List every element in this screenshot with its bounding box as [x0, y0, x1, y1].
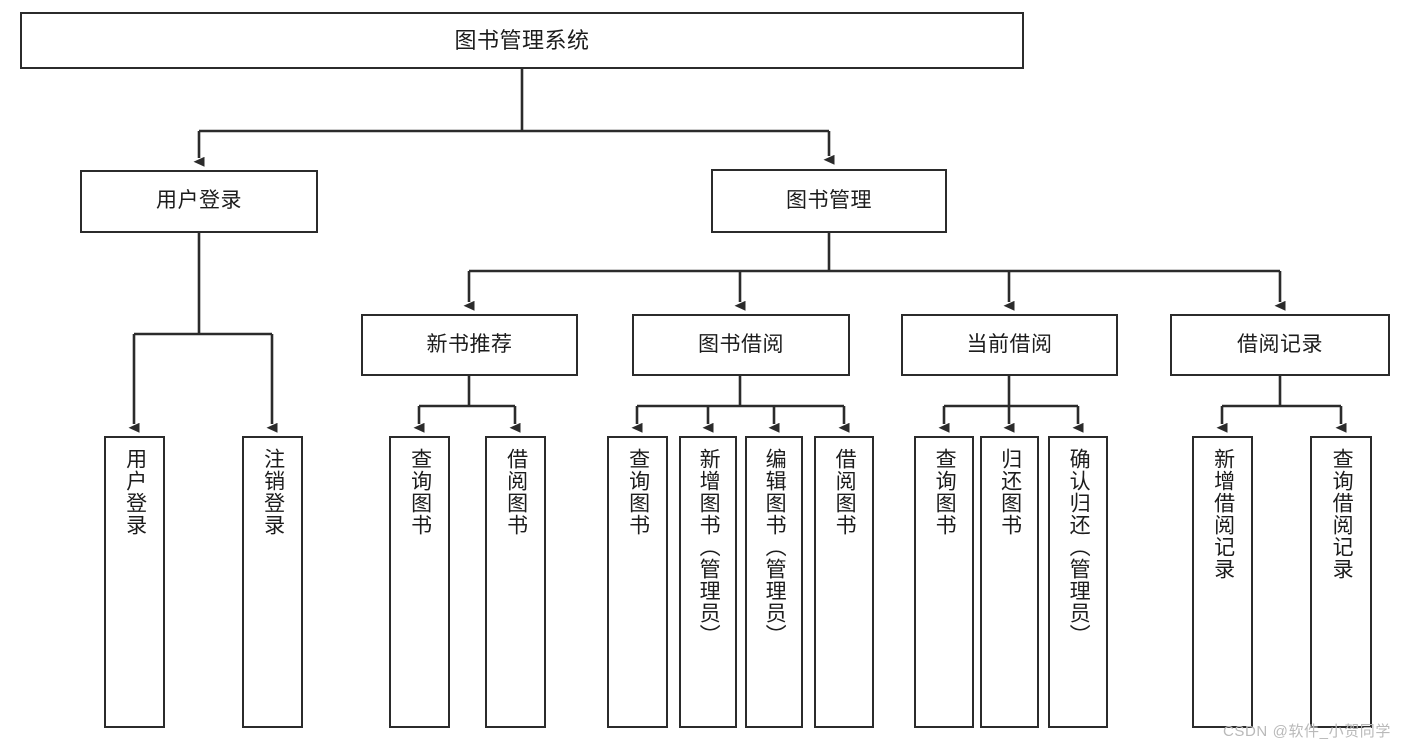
node-book-borrow[interactable]: 图书借阅	[632, 314, 850, 376]
node-leaf-confirm-return-label: 确认归还（管理员）	[1067, 448, 1091, 646]
node-leaf-edit-book-label: 编辑图书（管理员）	[763, 448, 787, 646]
node-book-admin[interactable]: 图书管理	[711, 169, 947, 233]
node-borrow-record[interactable]: 借阅记录	[1170, 314, 1390, 376]
node-leaf-user-logout-label: 注销登录	[261, 448, 285, 536]
node-leaf-borrow-book-label: 借阅图书	[833, 448, 857, 536]
node-current-borrow[interactable]: 当前借阅	[901, 314, 1118, 376]
node-leaf-user-login-label: 用户登录	[123, 448, 147, 536]
node-leaf-query-book-cur[interactable]: 查询图书	[914, 436, 974, 728]
node-leaf-user-logout[interactable]: 注销登录	[242, 436, 303, 728]
node-leaf-return-book-label: 归还图书	[998, 448, 1022, 536]
node-leaf-query-book-borrow[interactable]: 查询图书	[607, 436, 668, 728]
node-leaf-add-book[interactable]: 新增图书（管理员）	[679, 436, 737, 728]
node-new-book-rec[interactable]: 新书推荐	[361, 314, 578, 376]
node-current-borrow-label: 当前借阅	[966, 332, 1053, 356]
node-leaf-borrow-book-rec[interactable]: 借阅图书	[485, 436, 546, 728]
node-leaf-confirm-return[interactable]: 确认归还（管理员）	[1048, 436, 1108, 728]
node-leaf-return-book[interactable]: 归还图书	[980, 436, 1039, 728]
node-leaf-query-book-cur-label: 查询图书	[933, 448, 957, 536]
node-leaf-query-book-rec[interactable]: 查询图书	[389, 436, 450, 728]
node-new-book-rec-label: 新书推荐	[426, 332, 513, 356]
node-leaf-query-book-rec-label: 查询图书	[408, 448, 432, 536]
node-leaf-add-book-label: 新增图书（管理员）	[697, 448, 721, 646]
node-user-login[interactable]: 用户登录	[80, 170, 318, 233]
node-borrow-record-label: 借阅记录	[1237, 332, 1323, 356]
node-leaf-add-borrow-record[interactable]: 新增借阅记录	[1192, 436, 1253, 728]
node-leaf-query-book-borrow-label: 查询图书	[626, 448, 650, 536]
node-leaf-query-borrow-record-label: 查询借阅记录	[1330, 448, 1354, 580]
node-leaf-add-borrow-record-label: 新增借阅记录	[1211, 448, 1235, 580]
node-leaf-query-borrow-record[interactable]: 查询借阅记录	[1310, 436, 1372, 728]
node-leaf-edit-book[interactable]: 编辑图书（管理员）	[745, 436, 803, 728]
node-root-label: 图书管理系统	[454, 27, 590, 53]
csdn-watermark: CSDN @软件_小贺同学	[1222, 723, 1391, 740]
node-leaf-borrow-book[interactable]: 借阅图书	[814, 436, 874, 728]
node-root[interactable]: 图书管理系统	[20, 12, 1024, 69]
node-user-login-label: 用户登录	[156, 189, 242, 213]
node-leaf-borrow-book-rec-label: 借阅图书	[504, 448, 528, 536]
node-leaf-user-login[interactable]: 用户登录	[104, 436, 165, 728]
node-book-borrow-label: 图书借阅	[698, 332, 784, 356]
node-book-admin-label: 图书管理	[786, 188, 872, 212]
